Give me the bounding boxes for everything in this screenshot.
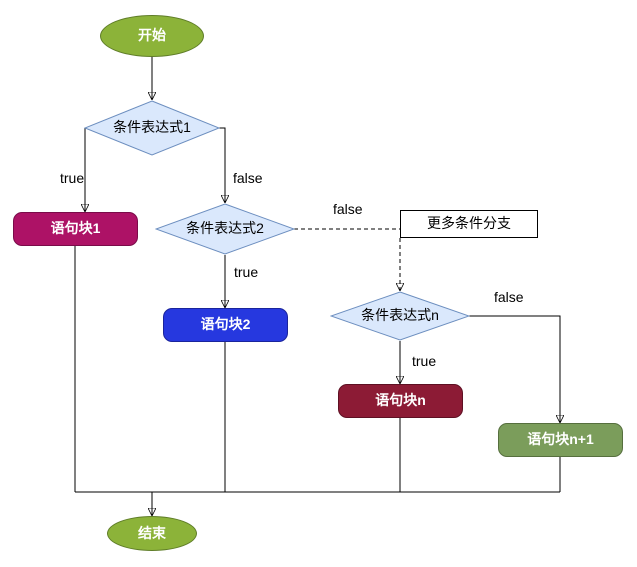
statement-block-n-label: 语句块n bbox=[375, 392, 426, 409]
statement-block-1-label: 语句块1 bbox=[50, 220, 101, 237]
statement-block-2-node: 语句块2 bbox=[163, 308, 288, 342]
edge-label-cond1-false: false bbox=[233, 170, 263, 186]
condition-n-label: 条件表达式n bbox=[361, 307, 439, 324]
more-branches-label: 更多条件分支 bbox=[427, 215, 511, 232]
diamond-shape-icon bbox=[330, 291, 470, 341]
diamond-shape-icon bbox=[84, 100, 220, 156]
start-node: 开始 bbox=[100, 15, 204, 57]
condition-n-node: 条件表达式n bbox=[330, 291, 470, 341]
statement-block-n1-label: 语句块n+1 bbox=[527, 431, 594, 448]
statement-block-n-node: 语句块n bbox=[338, 384, 463, 418]
end-label: 结束 bbox=[138, 524, 166, 541]
condition-2-label: 条件表达式2 bbox=[186, 220, 264, 237]
edge-label-cond2-true: true bbox=[234, 264, 259, 280]
diamond-shape-icon bbox=[155, 203, 295, 255]
statement-block-2-label: 语句块2 bbox=[200, 316, 251, 333]
statement-block-n1-node: 语句块n+1 bbox=[498, 423, 623, 457]
condition-1-node: 条件表达式1 bbox=[84, 100, 220, 156]
edge-label-condn-false: false bbox=[494, 289, 524, 305]
edge-label-cond1-true: true bbox=[60, 170, 85, 186]
edge-cond1-false-to-cond2 bbox=[219, 127, 225, 203]
more-branches-node: 更多条件分支 bbox=[400, 210, 538, 238]
edge-condn-false-to-blockn1 bbox=[469, 315, 560, 423]
end-node: 结束 bbox=[107, 516, 197, 551]
start-label: 开始 bbox=[138, 27, 166, 44]
condition-2-node: 条件表达式2 bbox=[155, 203, 295, 255]
statement-block-1-node: 语句块1 bbox=[13, 212, 138, 246]
edge-label-cond2-false: false bbox=[333, 201, 363, 217]
edge-label-condn-true: true bbox=[412, 353, 437, 369]
condition-1-label: 条件表达式1 bbox=[113, 119, 191, 136]
